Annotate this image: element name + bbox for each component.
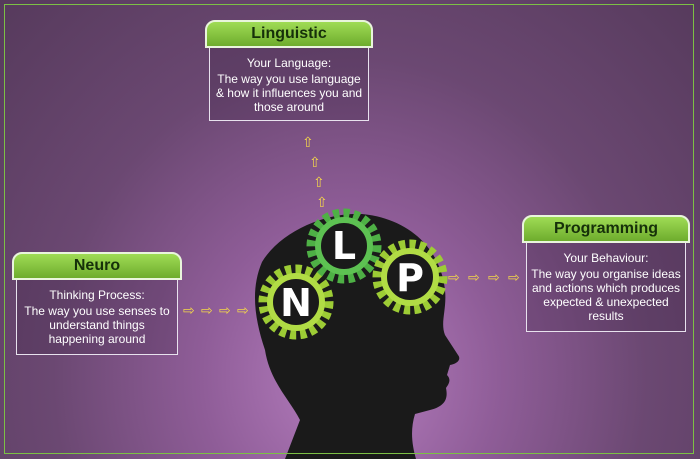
arrow-up-icon: ⇧ (316, 195, 328, 211)
arrow-up-icon: ⇧ (302, 135, 314, 151)
arrow-up-icon: ⇧ (309, 155, 321, 171)
arrow-right-icon: ⇨ (508, 270, 520, 286)
neuro-card: Neuro Thinking Process: The way you use … (12, 252, 182, 355)
neuro-body: Thinking Process: The way you use senses… (16, 280, 178, 355)
programming-card: Programming Your Behaviour: The way you … (522, 215, 690, 332)
gear-n (258, 264, 334, 340)
programming-body: Your Behaviour: The way you organise ide… (526, 243, 686, 332)
neuro-title: Neuro (12, 252, 182, 280)
programming-title: Programming (522, 215, 690, 243)
gear-p (372, 239, 448, 315)
arrow-right-icon: ⇨ (448, 270, 460, 286)
neuro-subtitle: Thinking Process: (49, 288, 145, 302)
arrow-right-icon: ⇨ (488, 270, 500, 286)
linguistic-card: Linguistic Your Language: The way you us… (205, 20, 373, 121)
arrow-up-icon: ⇧ (313, 175, 325, 191)
gear-n-letter: N (280, 281, 312, 325)
arrow-right-icon: ⇨ (237, 303, 249, 319)
gear-l-letter: L (331, 224, 357, 268)
programming-subtitle: Your Behaviour: (563, 251, 649, 265)
linguistic-title: Linguistic (205, 20, 373, 48)
programming-description: The way you organise ideas and actions w… (531, 267, 681, 323)
gear-l (306, 208, 382, 284)
linguistic-description: The way you use language & how it influe… (215, 72, 363, 114)
arrow-right-icon: ⇨ (201, 303, 213, 319)
linguistic-body: Your Language: The way you use language … (209, 48, 369, 121)
linguistic-subtitle: Your Language: (246, 56, 332, 70)
gear-p-letter: P (396, 256, 424, 300)
arrow-right-icon: ⇨ (219, 303, 231, 319)
neuro-description: The way you use senses to understand thi… (24, 304, 170, 346)
arrow-right-icon: ⇨ (183, 303, 195, 319)
arrow-right-icon: ⇨ (468, 270, 480, 286)
